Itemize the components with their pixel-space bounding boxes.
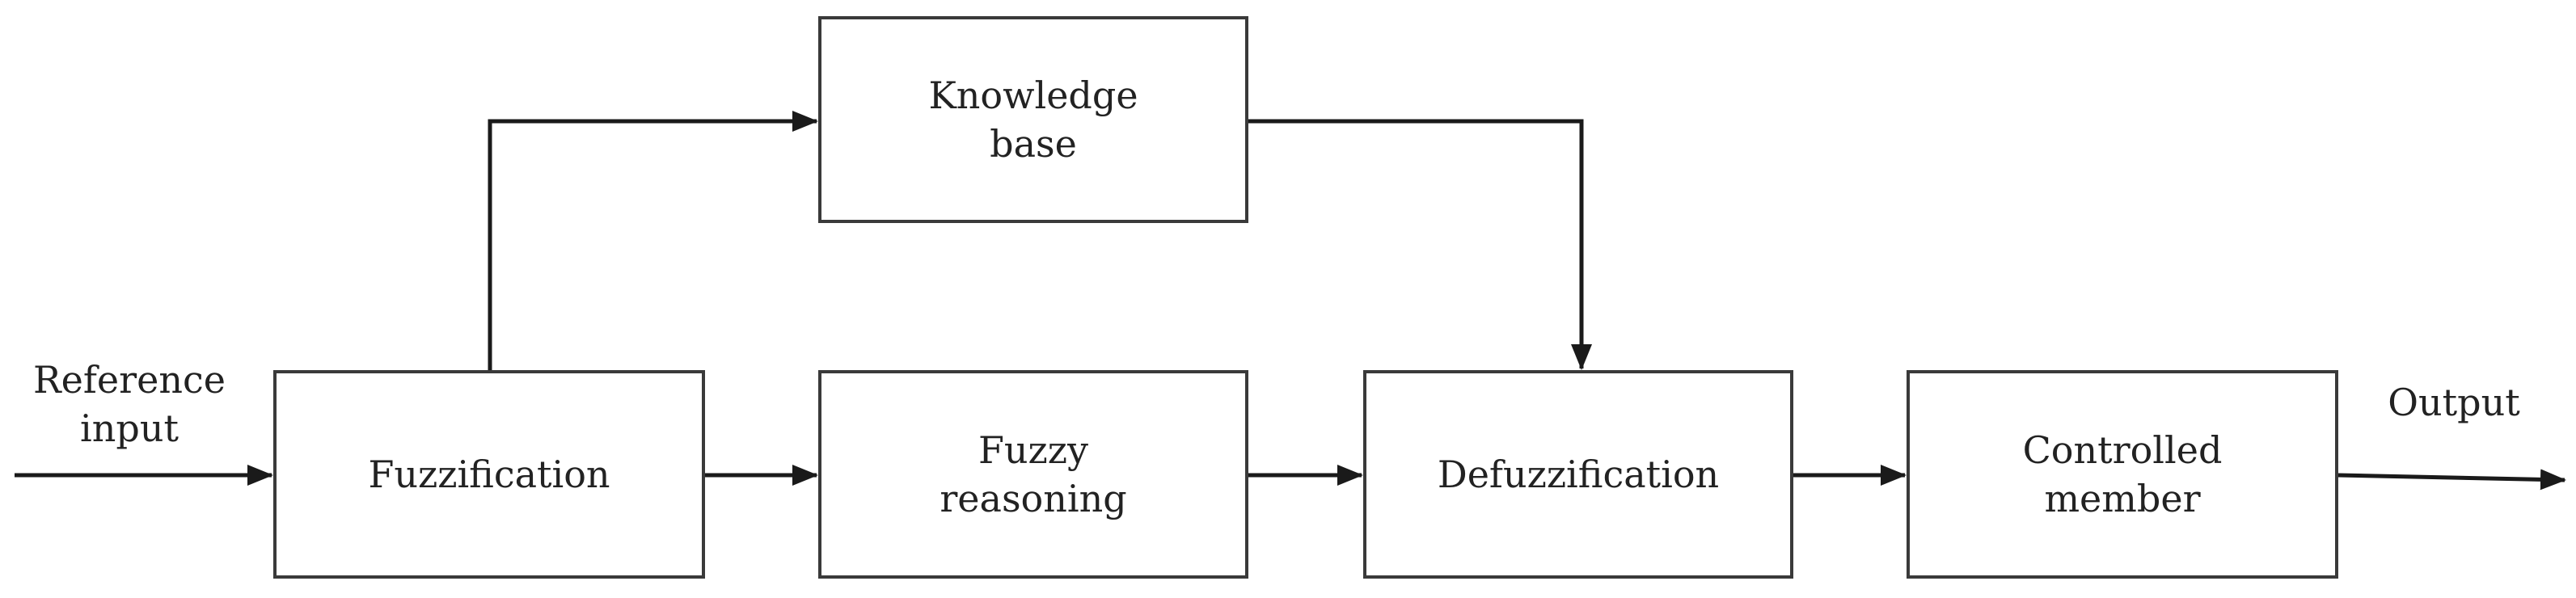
output-arrow [2337, 469, 2566, 491]
reference-input-label: Reference input [33, 358, 226, 450]
fuzzy-reasoning-label: Fuzzy reasoning [940, 428, 1127, 520]
output-label: Output [2388, 381, 2520, 424]
fuzzification-block: Fuzzification [273, 370, 705, 579]
fuzzy-reasoning-block: Fuzzy reasoning [818, 370, 1248, 579]
defuzzification-label: Defuzzification [1437, 453, 1720, 496]
fuzzification-label: Fuzzification [368, 453, 610, 496]
defuzzification-block: Defuzzification [1363, 370, 1793, 579]
controlled-member-block: Controlled member [1907, 370, 2338, 579]
knowledge-base-to-defuzzification-arrow [1248, 119, 1592, 370]
knowledge-base-block: Knowledge base [818, 16, 1248, 223]
knowledge-base-label: Knowledge base [928, 74, 1138, 166]
fuzzification-to-knowledge-base-arrow [488, 111, 818, 372]
controlled-member-label: Controlled member [2022, 428, 2223, 520]
